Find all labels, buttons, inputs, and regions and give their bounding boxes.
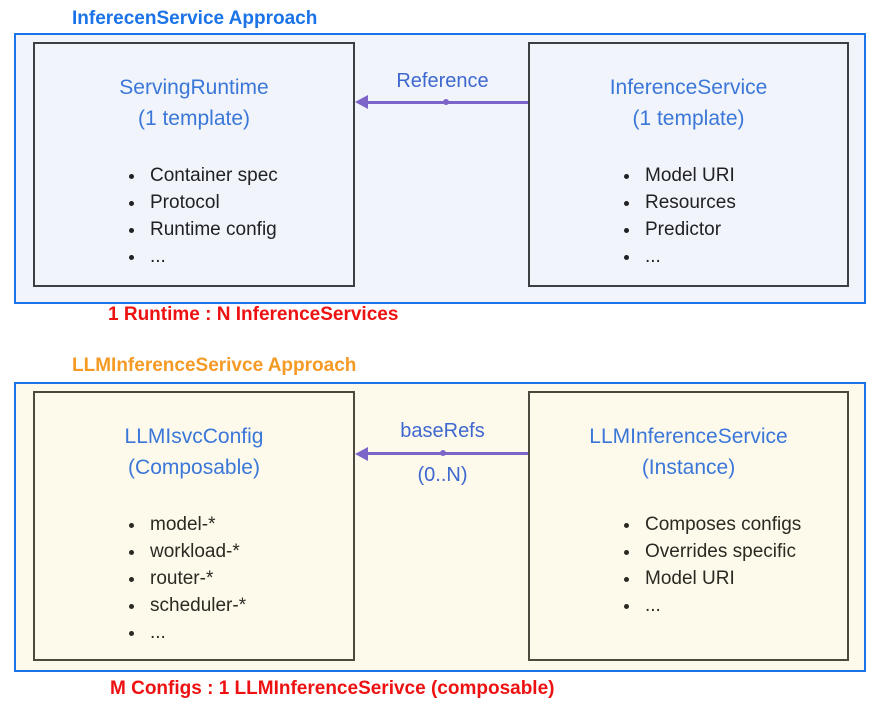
box-title: ServingRuntime [119, 76, 269, 99]
bullet-item: Composes configs [622, 511, 847, 538]
llm-inference-service-bullet-list: Composes configs Overrides specific Mode… [530, 511, 847, 619]
baserefs-cardinality-label: (0..N) [417, 464, 468, 486]
inference-service-heading: InferenceService (1 template) [530, 44, 847, 134]
box-title: LLMIsvcConfig [124, 425, 264, 448]
llmisvc-config-box: LLMIsvcConfig (Composable) model-* workl… [33, 391, 355, 661]
box-subtitle: (Instance) [641, 456, 736, 479]
serving-runtime-bullet-list: Container spec Protocol Runtime config .… [35, 162, 353, 270]
bullet-item: model-* [127, 511, 353, 538]
box-subtitle: (1 template) [632, 107, 745, 130]
llmisvc-config-heading: LLMIsvcConfig (Composable) [35, 393, 353, 483]
bullet-item: workload-* [127, 538, 353, 565]
section2-title: LLMInferenceSerivce Approach [72, 355, 357, 376]
serving-runtime-box: ServingRuntime (1 template) Container sp… [33, 42, 355, 287]
bullet-item: Overrides specific [622, 538, 847, 565]
bullet-item: Runtime config [127, 216, 353, 243]
box-subtitle: (1 template) [137, 107, 251, 130]
bullet-item: Resources [622, 189, 847, 216]
box-subtitle: (Composable) [128, 456, 260, 479]
bullet-item: Container spec [127, 162, 353, 189]
bullet-item: ... [127, 243, 353, 270]
baserefs-arrow-label: baseRefs [400, 420, 485, 442]
box-title: InferenceService [609, 76, 768, 99]
serving-runtime-heading: ServingRuntime (1 template) [35, 44, 353, 134]
llm-inference-service-heading: LLMInferenceService (Instance) [530, 393, 847, 483]
section2-caption: M Configs : 1 LLMInferenceSerivce (compo… [110, 678, 555, 699]
arrow-midpoint-dot-icon [443, 99, 449, 105]
llmisvc-config-bullet-list: model-* workload-* router-* scheduler-* … [35, 511, 353, 646]
inference-service-box: InferenceService (1 template) Model URI … [528, 42, 849, 287]
section2-container: LLMIsvcConfig (Composable) model-* workl… [14, 382, 866, 672]
bullet-item: router-* [127, 565, 353, 592]
baserefs-arrow-line [366, 452, 528, 455]
arrow-midpoint-dot-icon [440, 450, 446, 456]
section1-container: ServingRuntime (1 template) Container sp… [14, 33, 866, 304]
bullet-item: ... [622, 243, 847, 270]
bullet-item: Model URI [622, 162, 847, 189]
section1-title: InferecenService Approach [72, 8, 318, 29]
left-arrowhead-icon [355, 95, 368, 109]
bullet-item: ... [127, 619, 353, 646]
reference-arrow-label: Reference [396, 70, 489, 92]
bullet-item: ... [622, 592, 847, 619]
box-title: LLMInferenceService [589, 425, 788, 448]
bullet-item: scheduler-* [127, 592, 353, 619]
left-arrowhead-icon [355, 447, 368, 461]
llm-inference-service-box: LLMInferenceService (Instance) Composes … [528, 391, 849, 661]
bullet-item: Predictor [622, 216, 847, 243]
bullet-item: Model URI [622, 565, 847, 592]
section1-caption: 1 Runtime : N InferenceServices [108, 304, 399, 325]
bullet-item: Protocol [127, 189, 353, 216]
inference-service-bullet-list: Model URI Resources Predictor ... [530, 162, 847, 270]
